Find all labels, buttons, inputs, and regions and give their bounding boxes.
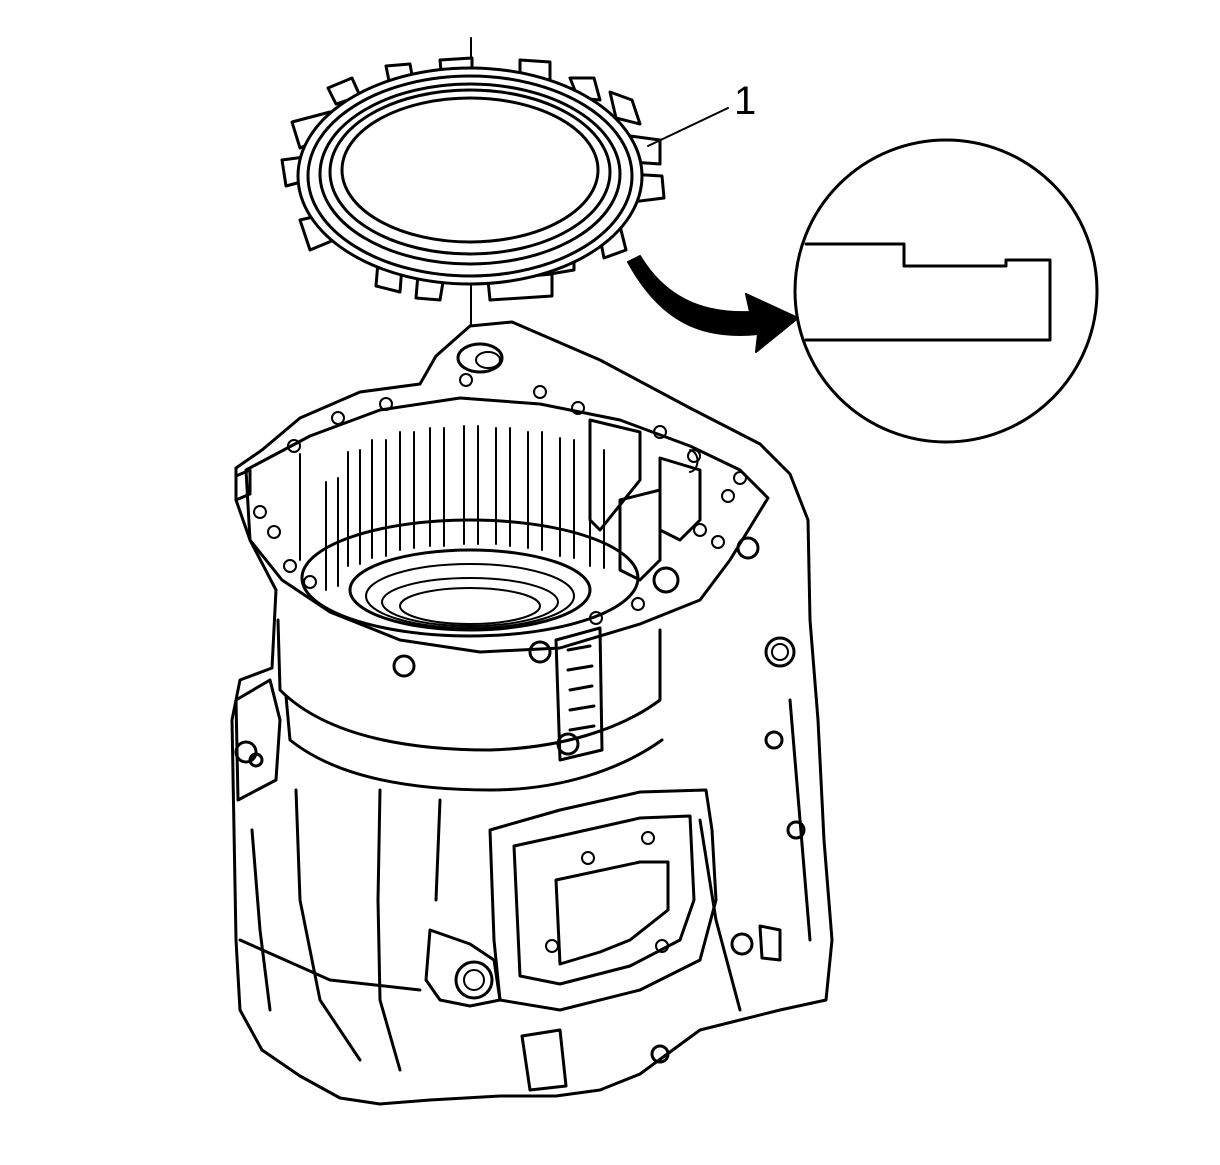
flange-bolt-holes xyxy=(253,373,747,625)
detail-view xyxy=(793,138,1099,444)
detail-arrow xyxy=(627,255,799,353)
ring-cross-section xyxy=(804,242,1052,342)
callout-1-label: 1 xyxy=(734,79,756,123)
piston-ring xyxy=(280,56,666,302)
transmission-case xyxy=(230,320,834,1106)
case-splines xyxy=(299,425,605,591)
allison-lettering xyxy=(566,644,596,732)
callout-leader xyxy=(647,107,729,147)
